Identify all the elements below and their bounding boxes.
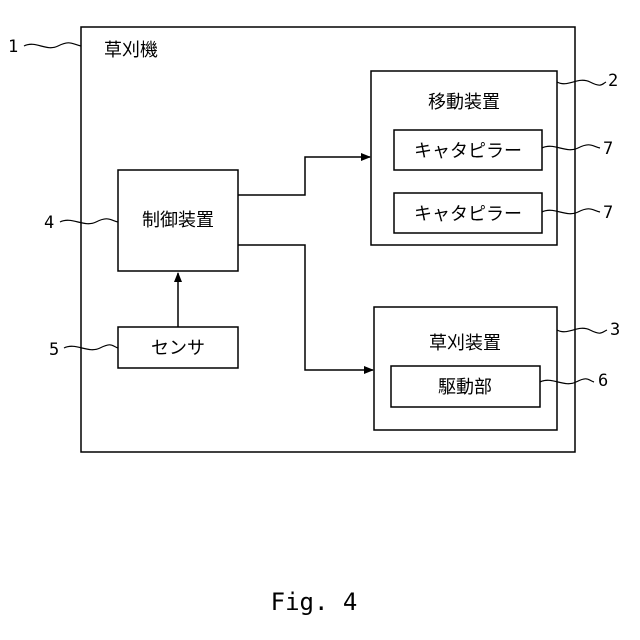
moving-device-ref-number: 2 xyxy=(608,71,618,91)
crawler-top-label: キャタピラー xyxy=(414,141,522,162)
mower-label: 草刈機 xyxy=(104,40,158,61)
crawler-bottom-ref-number: 7 xyxy=(603,203,613,223)
control-device-label: 制御装置 xyxy=(142,210,214,231)
figure-caption: Fig. 4 xyxy=(271,588,358,616)
mowing-device-label: 草刈装置 xyxy=(429,333,501,354)
drive-unit-label: 駆動部 xyxy=(438,377,492,398)
control-device-ref-number: 4 xyxy=(44,213,54,233)
mower-leader-line xyxy=(24,43,81,48)
sensor-label: センサ xyxy=(151,338,205,359)
crawler-top-ref-number: 7 xyxy=(603,139,613,159)
sensor-ref-number: 5 xyxy=(49,340,59,360)
mowing-device-ref-number: 3 xyxy=(610,320,620,340)
crawler-bottom-label: キャタピラー xyxy=(414,204,522,225)
mower-ref-number: 1 xyxy=(8,37,18,57)
moving-device-label: 移動装置 xyxy=(428,92,500,113)
drive-unit-ref-number: 6 xyxy=(598,371,608,391)
